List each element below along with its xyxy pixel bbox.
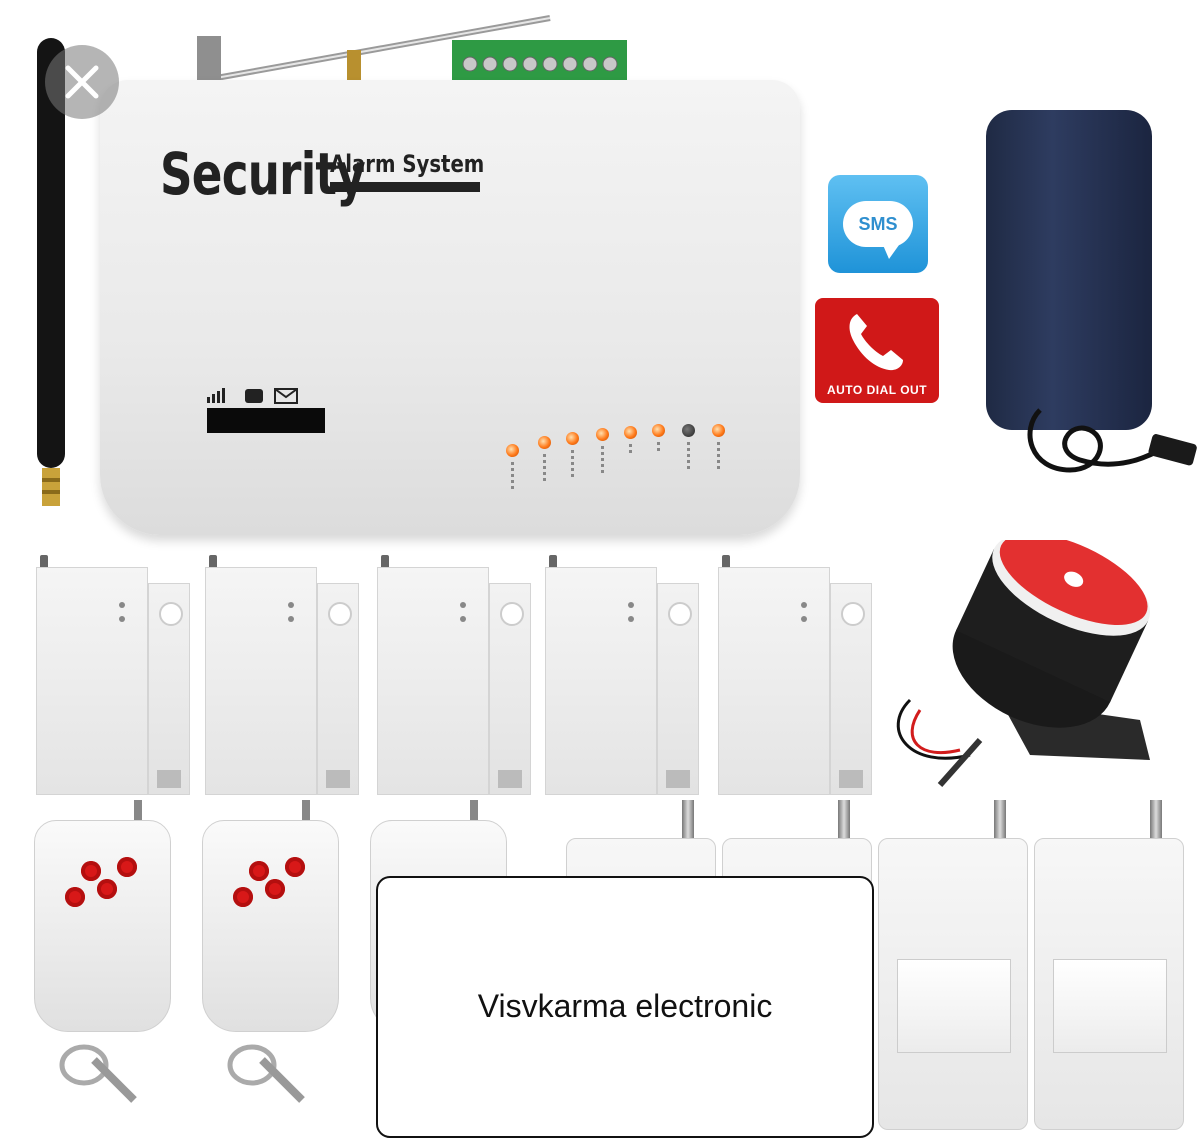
- status-led: [538, 436, 551, 449]
- led-row: [500, 420, 740, 490]
- status-led: [566, 432, 579, 445]
- auto-dial-label: AUTO DIAL OUT: [826, 383, 928, 397]
- sms-badge: SMS: [828, 175, 928, 273]
- caption-text: Visvkarma electronic: [477, 988, 773, 1024]
- power-adapter: [986, 110, 1152, 430]
- door-sensor: [545, 555, 705, 795]
- door-sensor: [718, 555, 878, 795]
- status-led: [596, 428, 609, 441]
- status-led: [506, 444, 519, 457]
- alarm-panel: [100, 80, 800, 535]
- close-icon: [65, 65, 99, 99]
- auto-dial-badge: AUTO DIAL OUT: [815, 298, 939, 403]
- status-led: [652, 424, 665, 437]
- lcd-display: [207, 408, 325, 433]
- pir-motion-sensor: [1034, 800, 1184, 1130]
- pir-motion-sensor: [878, 800, 1028, 1130]
- brand-subtitle: Alarm System: [330, 150, 485, 178]
- siren: [896, 540, 1151, 787]
- door-sensor: [205, 555, 365, 795]
- adapter-cable: [1027, 408, 1197, 473]
- gsm-antenna: [37, 38, 65, 506]
- remote-control: [34, 800, 171, 1103]
- status-icons: [207, 388, 298, 404]
- close-button[interactable]: [45, 45, 119, 119]
- status-led: [682, 424, 695, 437]
- door-sensor: [36, 555, 196, 795]
- sms-label: SMS: [843, 201, 913, 259]
- status-led: [624, 426, 637, 439]
- caption-card[interactable]: Visvkarma electronic: [376, 876, 874, 1138]
- terminal-block: [452, 40, 627, 82]
- status-led: [712, 424, 725, 437]
- door-sensor: [377, 555, 537, 795]
- remote-control: [202, 800, 339, 1103]
- phone-icon: [849, 314, 903, 371]
- brand-word: Security: [160, 140, 366, 208]
- brand-underline: [330, 182, 480, 192]
